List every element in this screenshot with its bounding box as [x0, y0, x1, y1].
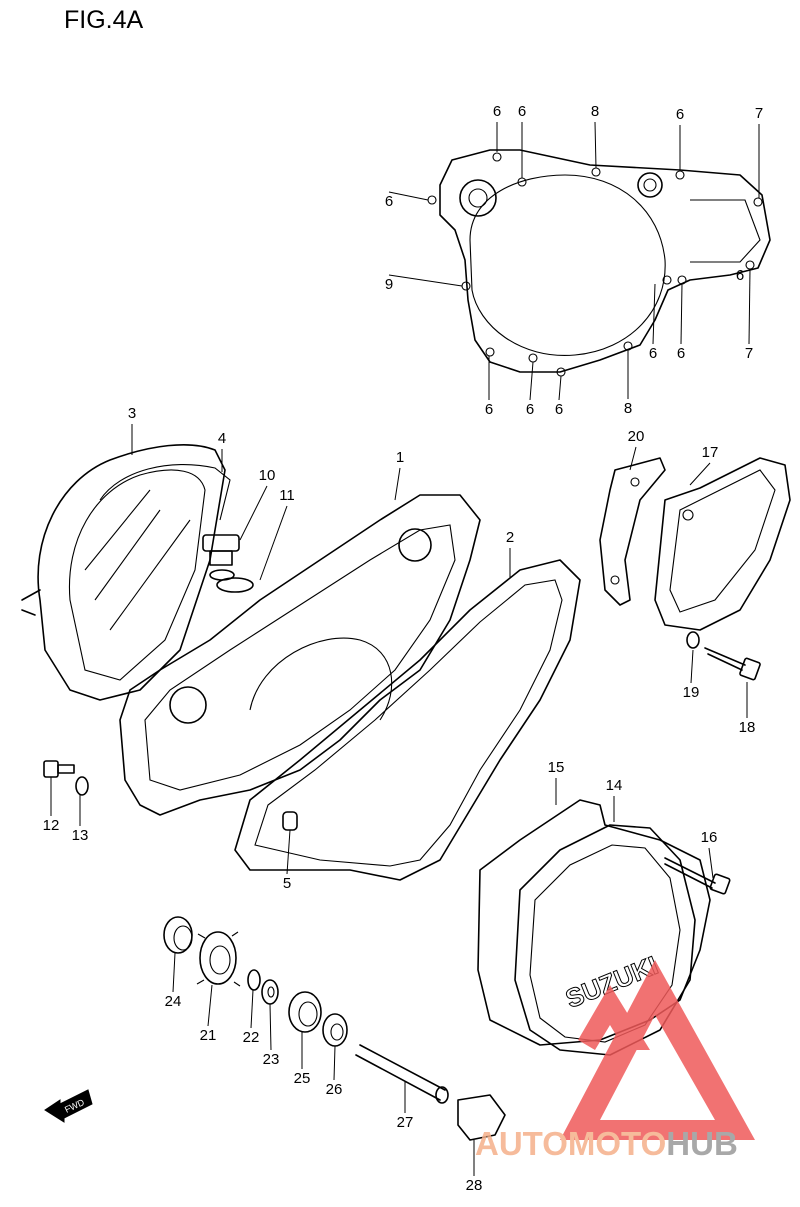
- callout-label-c6h: 6: [526, 401, 534, 418]
- leader-line-c6e: [652, 283, 656, 345]
- watermark-text-a: AUTOMOTO: [475, 1125, 666, 1162]
- callout-label-c6g: 6: [485, 401, 493, 418]
- leader-line-c8a: [594, 121, 597, 169]
- leader-line-c23: [269, 1003, 272, 1051]
- callout-label-c6i: 6: [555, 401, 563, 418]
- leader-line-c6f: [680, 283, 683, 345]
- callout-label-c14: 14: [606, 777, 623, 794]
- callout-label-c10: 10: [259, 467, 276, 484]
- callout-label-c7b: 7: [745, 345, 753, 362]
- leader-line-c10: [239, 485, 268, 541]
- watermark-logo: AUTOMOTOHUB: [475, 960, 755, 1162]
- part-4-left-gasket: [99, 464, 231, 521]
- svg-text:AUTOMOTOHUB: AUTOMOTOHUB: [475, 1125, 738, 1162]
- callout-label-c23: 23: [263, 1051, 280, 1068]
- part-21-gear: [196, 931, 241, 987]
- callout-label-c16: 16: [701, 829, 718, 846]
- part-13-washer: [75, 776, 89, 796]
- leader-line-c5: [286, 829, 291, 875]
- part-20-bracket: [599, 457, 666, 606]
- leader-line-c1: [394, 467, 401, 501]
- part-15-gasket: [477, 799, 711, 1046]
- callout-label-c7a: 7: [755, 105, 763, 122]
- part-12-bolt: [43, 760, 75, 778]
- callout-label-c6e: 6: [649, 345, 657, 362]
- callout-label-c3: 3: [128, 405, 136, 422]
- leader-line-c22: [250, 989, 254, 1029]
- callout-label-c8a: 8: [591, 103, 599, 120]
- part-3-left-cover: [21, 444, 226, 701]
- top-crankcase-cover-outline: [439, 149, 771, 373]
- leader-line-c7b: [748, 268, 751, 345]
- callout-label-c21: 21: [200, 1027, 217, 1044]
- part-2-gasket: [234, 559, 581, 881]
- part-19-washer: [686, 631, 700, 649]
- part-23-washer: [261, 979, 279, 1005]
- part-17-sprocket-cover: [654, 457, 791, 631]
- callout-label-c20: 20: [628, 428, 645, 445]
- callout-leader-lines: [50, 121, 760, 1176]
- part-22-circlip: [247, 969, 261, 991]
- leader-line-c11: [259, 505, 288, 581]
- leader-line-c26: [333, 1045, 336, 1081]
- callout-label-c11: 11: [279, 487, 295, 504]
- callout-label-c6j: 6: [736, 267, 744, 284]
- callout-label-c13: 13: [72, 827, 89, 844]
- part-27-shaft: [355, 1044, 449, 1104]
- callout-label-c26: 26: [326, 1081, 343, 1098]
- figure-title: FIG.4A: [64, 6, 144, 34]
- part-28-impeller: [457, 1094, 506, 1141]
- callout-label-c25: 25: [294, 1070, 311, 1087]
- leader-line-c21: [207, 984, 213, 1027]
- callout-label-c5: 5: [283, 875, 291, 892]
- part-26-seal: [322, 1013, 348, 1047]
- callout-label-c27: 27: [397, 1114, 414, 1131]
- leader-line-c19: [690, 649, 694, 684]
- part-11-o-ring: [216, 577, 254, 593]
- leader-line-c16: [708, 847, 714, 879]
- callout-label-c18: 18: [739, 719, 756, 736]
- callout-label-c28: 28: [466, 1177, 483, 1194]
- part-18-bolt: [704, 647, 761, 681]
- callout-label-c6b: 6: [518, 103, 526, 120]
- callout-label-c19: 19: [683, 684, 700, 701]
- leader-line-c9: [388, 274, 463, 287]
- callout-label-c6d: 6: [385, 193, 393, 210]
- leader-line-c17: [689, 462, 711, 486]
- callout-label-c9: 9: [385, 276, 393, 293]
- leader-line-c24: [172, 952, 176, 993]
- leader-line-c6d: [388, 191, 429, 201]
- callout-label-c17: 17: [702, 444, 719, 461]
- watermark-peak-icon: [578, 985, 650, 1050]
- callout-label-c12: 12: [43, 817, 60, 834]
- callout-label-c6f: 6: [677, 345, 685, 362]
- leader-line-c6i: [558, 375, 562, 401]
- part-16-bolt: [664, 857, 731, 895]
- callout-label-c6a: 6: [493, 103, 501, 120]
- part-25-bearing: [288, 991, 322, 1033]
- callout-label-c8b: 8: [624, 400, 632, 417]
- callout-label-c6c: 6: [676, 106, 684, 123]
- part-5-dowel-pin: [282, 811, 298, 831]
- fwd-arrow-icon: FWD: [44, 1089, 93, 1123]
- callout-label-c24: 24: [165, 993, 182, 1010]
- part-24-bearing: [163, 916, 193, 954]
- watermark-text-b: HUB: [666, 1125, 738, 1162]
- top-cover-bolt-holes: [427, 152, 763, 377]
- callout-label-c2: 2: [506, 529, 514, 546]
- callout-label-c1: 1: [396, 449, 404, 466]
- part-10-oil-plug: [202, 534, 240, 581]
- callout-label-c4: 4: [218, 430, 226, 447]
- leader-line-c6h: [529, 361, 534, 401]
- watermark-triangle-icon: [560, 960, 755, 1140]
- leader-line-c20: [629, 446, 637, 471]
- part-1-crankcase-cover: [119, 494, 481, 816]
- callout-label-c15: 15: [548, 759, 565, 776]
- callout-label-c22: 22: [243, 1029, 260, 1046]
